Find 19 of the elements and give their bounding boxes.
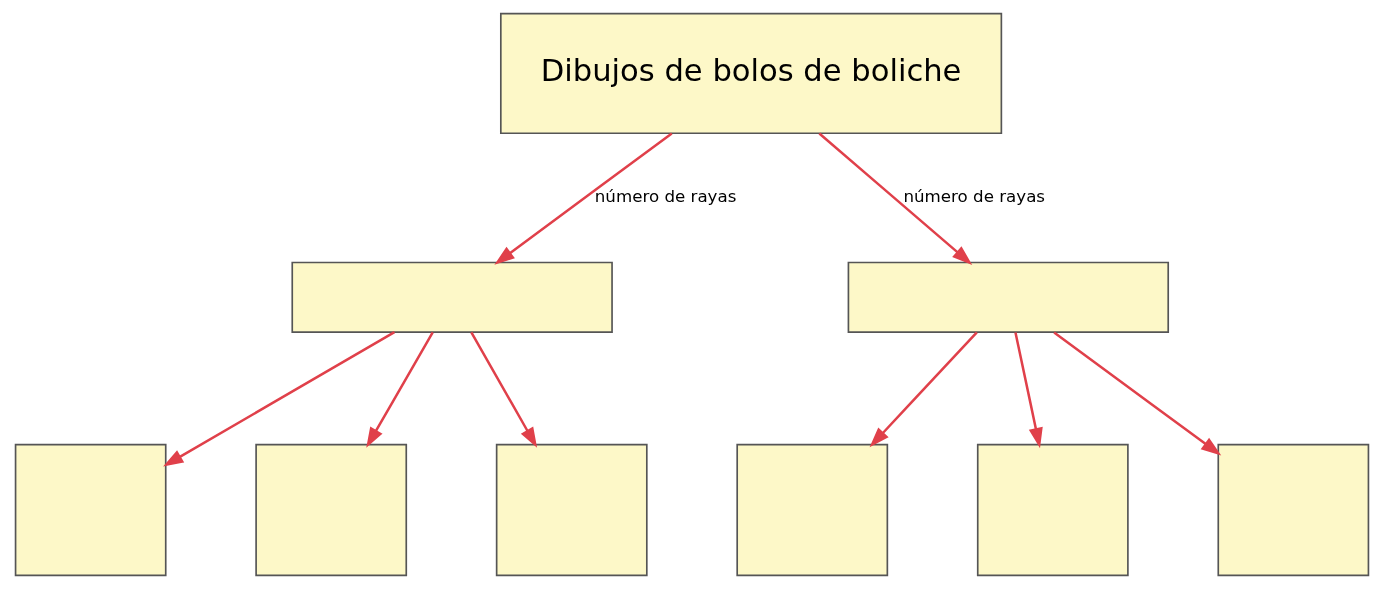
arrow <box>365 331 434 448</box>
node-box <box>1216 443 1369 577</box>
arrow <box>162 331 395 467</box>
node-box <box>290 261 613 333</box>
arrow <box>869 331 978 448</box>
node-box <box>14 443 167 577</box>
node-box <box>847 261 1169 333</box>
node-box <box>976 443 1129 577</box>
arrow <box>1013 332 1043 449</box>
node-box <box>735 443 888 577</box>
arrow <box>1052 331 1221 456</box>
node-box <box>254 443 407 577</box>
arrow <box>469 331 537 448</box>
arrow <box>493 132 672 265</box>
arrow <box>818 132 972 265</box>
edge-label: número de rayas <box>594 187 736 207</box>
node-box <box>495 443 648 577</box>
node-box: Dibujos de bolos de boliche <box>499 12 1002 135</box>
edge-label: número de rayas <box>902 187 1045 207</box>
